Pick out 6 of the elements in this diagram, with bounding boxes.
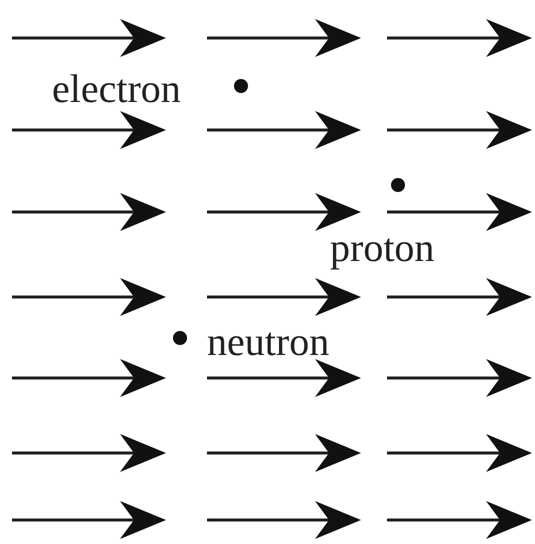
particle-dot — [391, 178, 405, 192]
particle-label: electron — [52, 67, 181, 111]
particle-label: proton — [330, 226, 434, 270]
particle-dot — [234, 79, 248, 93]
particle-dot — [173, 331, 187, 345]
particle-label: neutron — [207, 320, 330, 364]
